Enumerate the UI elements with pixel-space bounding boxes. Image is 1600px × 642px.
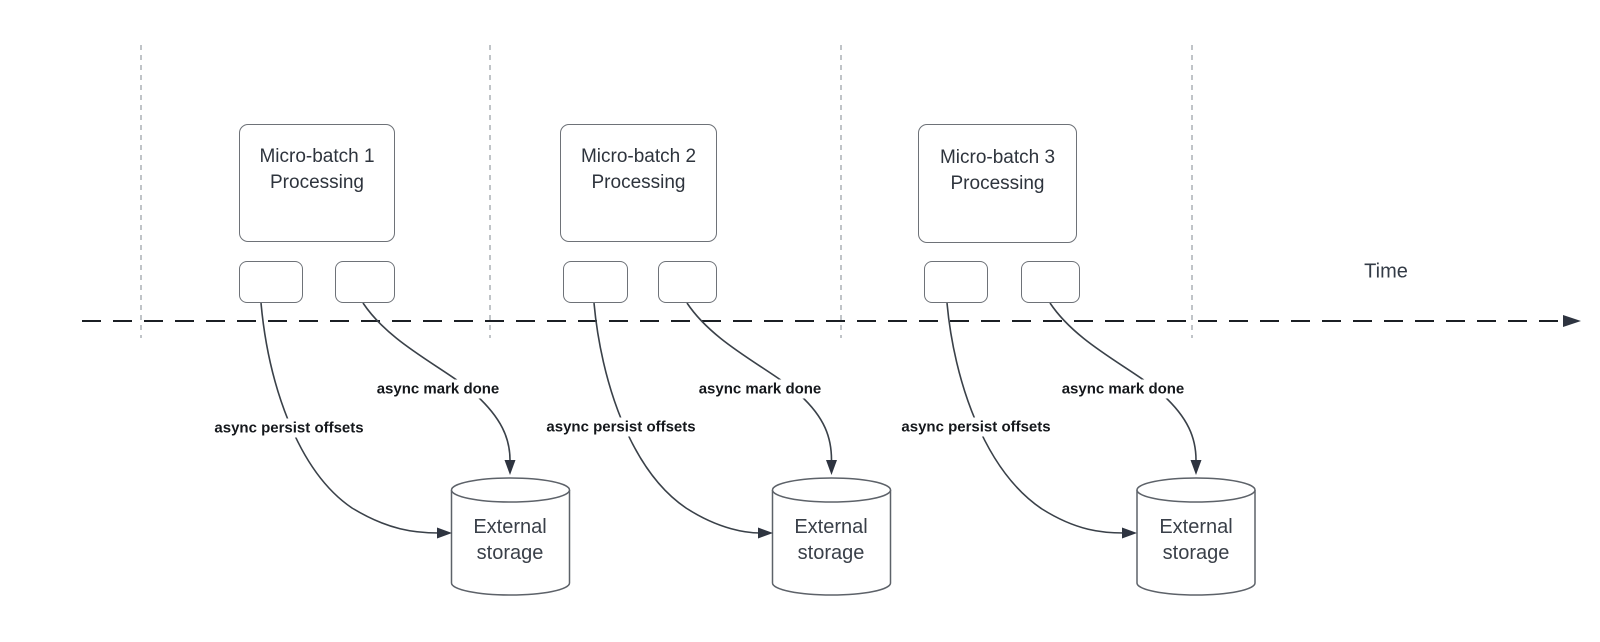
external-storage-label-1-line1: External	[473, 516, 547, 538]
micro-batch-3-title-line2: Processing	[950, 172, 1045, 194]
storage-cylinder-2	[771, 477, 892, 596]
micro-batch-3-box: Micro-batch 3 Processing	[918, 124, 1077, 243]
external-storage-label-3-line1: External	[1159, 516, 1233, 538]
persist-offsets-arrow-2	[593, 302, 761, 534]
cylinder-body	[450, 490, 571, 596]
mark-done-arrowhead-3	[1190, 460, 1202, 475]
persist-offsets-arrowhead-2	[758, 527, 773, 539]
cylinder-top	[1136, 477, 1256, 503]
external-storage-label-3-line2: storage	[1162, 542, 1230, 564]
mark-done-label-3: async mark done	[1058, 379, 1188, 399]
mark-done-arrowhead-2	[826, 460, 837, 475]
external-storage-label-1: External storage	[450, 514, 570, 566]
time-axis-arrowhead	[1563, 315, 1581, 327]
persist-task-box-3	[924, 261, 988, 303]
cylinder-top	[771, 477, 892, 503]
micro-batch-2-title-line1: Micro-batch 2	[580, 146, 697, 167]
external-storage-label-1-line2: storage	[476, 542, 544, 564]
external-storage-label-2-line2: storage	[797, 542, 865, 564]
time-axis-label: Time	[1364, 260, 1408, 283]
persist-offsets-label-1: async persist offsets	[211, 418, 367, 438]
mark-done-label-1: async mark done	[373, 379, 503, 399]
micro-batch-3-title-line1: Micro-batch 3	[939, 146, 1056, 168]
cylinder-top	[450, 477, 571, 503]
micro-batch-1-title-line1: Micro-batch 1	[259, 146, 375, 167]
persist-offsets-arrowhead-1	[437, 527, 452, 539]
storage-cylinder-1	[450, 477, 571, 596]
persist-offsets-label-3: async persist offsets	[898, 417, 1054, 437]
external-storage-label-2: External storage	[771, 514, 891, 566]
micro-batch-2-title-line2: Processing	[591, 172, 686, 193]
micro-batch-1-title-line2: Processing	[270, 172, 364, 193]
micro-batch-2-box: Micro-batch 2 Processing	[560, 124, 717, 242]
micro-batch-1-box: Micro-batch 1 Processing	[239, 124, 395, 242]
external-storage-label-3: External storage	[1136, 514, 1256, 566]
cylinder-body	[1136, 490, 1256, 596]
persist-offsets-label-2: async persist offsets	[543, 417, 699, 437]
mark-done-task-box-1	[335, 261, 395, 303]
mark-done-task-box-2	[658, 261, 717, 303]
mark-done-label-2: async mark done	[695, 379, 825, 399]
storage-cylinder-3	[1136, 477, 1256, 596]
mark-done-task-box-3	[1021, 261, 1080, 303]
persist-offsets-arrowhead-3	[1122, 527, 1137, 539]
persist-offsets-arrow-1	[260, 302, 440, 534]
persist-task-box-1	[239, 261, 303, 303]
persist-task-box-2	[563, 261, 628, 303]
persist-offsets-arrow-3	[946, 302, 1125, 534]
mark-done-arrowhead-1	[504, 460, 516, 475]
external-storage-label-2-line1: External	[794, 516, 868, 538]
cylinder-body	[771, 490, 892, 596]
